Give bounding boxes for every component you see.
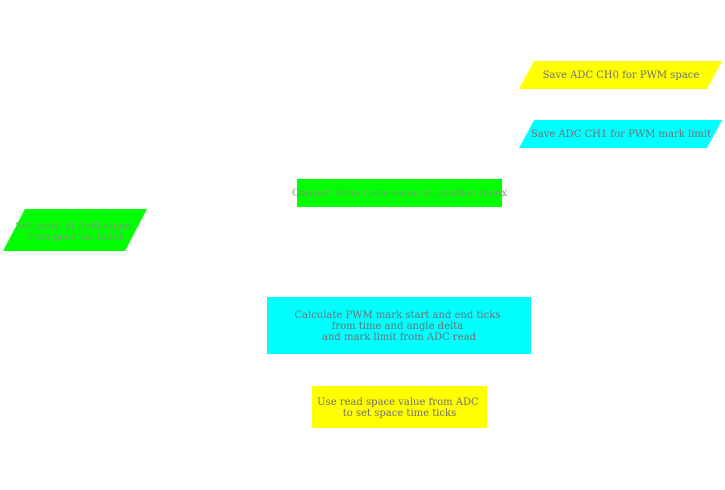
node-save-adc-ch1-shape xyxy=(519,120,722,148)
node-save-adc-ch0-shape xyxy=(519,61,722,89)
node-set-mark-angle-line: from position index xyxy=(26,232,125,243)
node-calculate-pwm-line: from time and angle delta xyxy=(332,321,464,332)
node-save-adc-ch0: Save ADC CH0 for PWM space xyxy=(519,61,722,89)
node-save-adc-ch1-line: Save ADC CH1 for PWM mark limit xyxy=(531,129,711,140)
node-calculate-pwm-shape xyxy=(267,297,531,354)
node-set-mark-angle-label: Set mark at field angle from position in… xyxy=(15,221,134,243)
node-calculate-pwm-line: and mark limit from ADC read xyxy=(322,332,477,343)
node-use-read-space-shape xyxy=(312,386,487,428)
node-convert-gray-code-line: Convert Gray Code value to position inde… xyxy=(292,188,508,199)
node-calculate-pwm-line: Calculate PWM mark start and end ticks xyxy=(294,310,500,321)
node-set-mark-angle-line: Set mark at field angle xyxy=(15,221,131,232)
node-use-read-space-line: Use read space value from ADC xyxy=(317,397,479,408)
node-save-adc-ch0-label: Save ADC CH0 for PWM space xyxy=(543,70,700,81)
node-convert-gray-code-shape xyxy=(297,179,502,207)
node-calculate-pwm-label: Calculate PWM mark start and end ticks f… xyxy=(294,310,503,343)
node-save-adc-ch1: Save ADC CH1 for PWM mark limit xyxy=(519,120,722,148)
node-save-adc-ch1-label: Save ADC CH1 for PWM mark limit xyxy=(531,129,711,140)
node-use-read-space-line: to set space time ticks xyxy=(343,408,456,419)
node-calculate-pwm: Calculate PWM mark start and end ticks f… xyxy=(267,297,531,354)
node-convert-gray-code-label: Convert Gray Code value to position inde… xyxy=(292,188,508,199)
node-set-mark-angle: Set mark at field angle from position in… xyxy=(3,209,147,251)
node-save-adc-ch0-line: Save ADC CH0 for PWM space xyxy=(543,70,700,81)
node-use-read-space-label: Use read space value from ADC to set spa… xyxy=(317,397,482,419)
node-convert-gray-code: Convert Gray Code value to position inde… xyxy=(292,179,508,207)
node-use-read-space: Use read space value from ADC to set spa… xyxy=(312,386,487,428)
node-set-mark-angle-shape xyxy=(3,209,147,251)
